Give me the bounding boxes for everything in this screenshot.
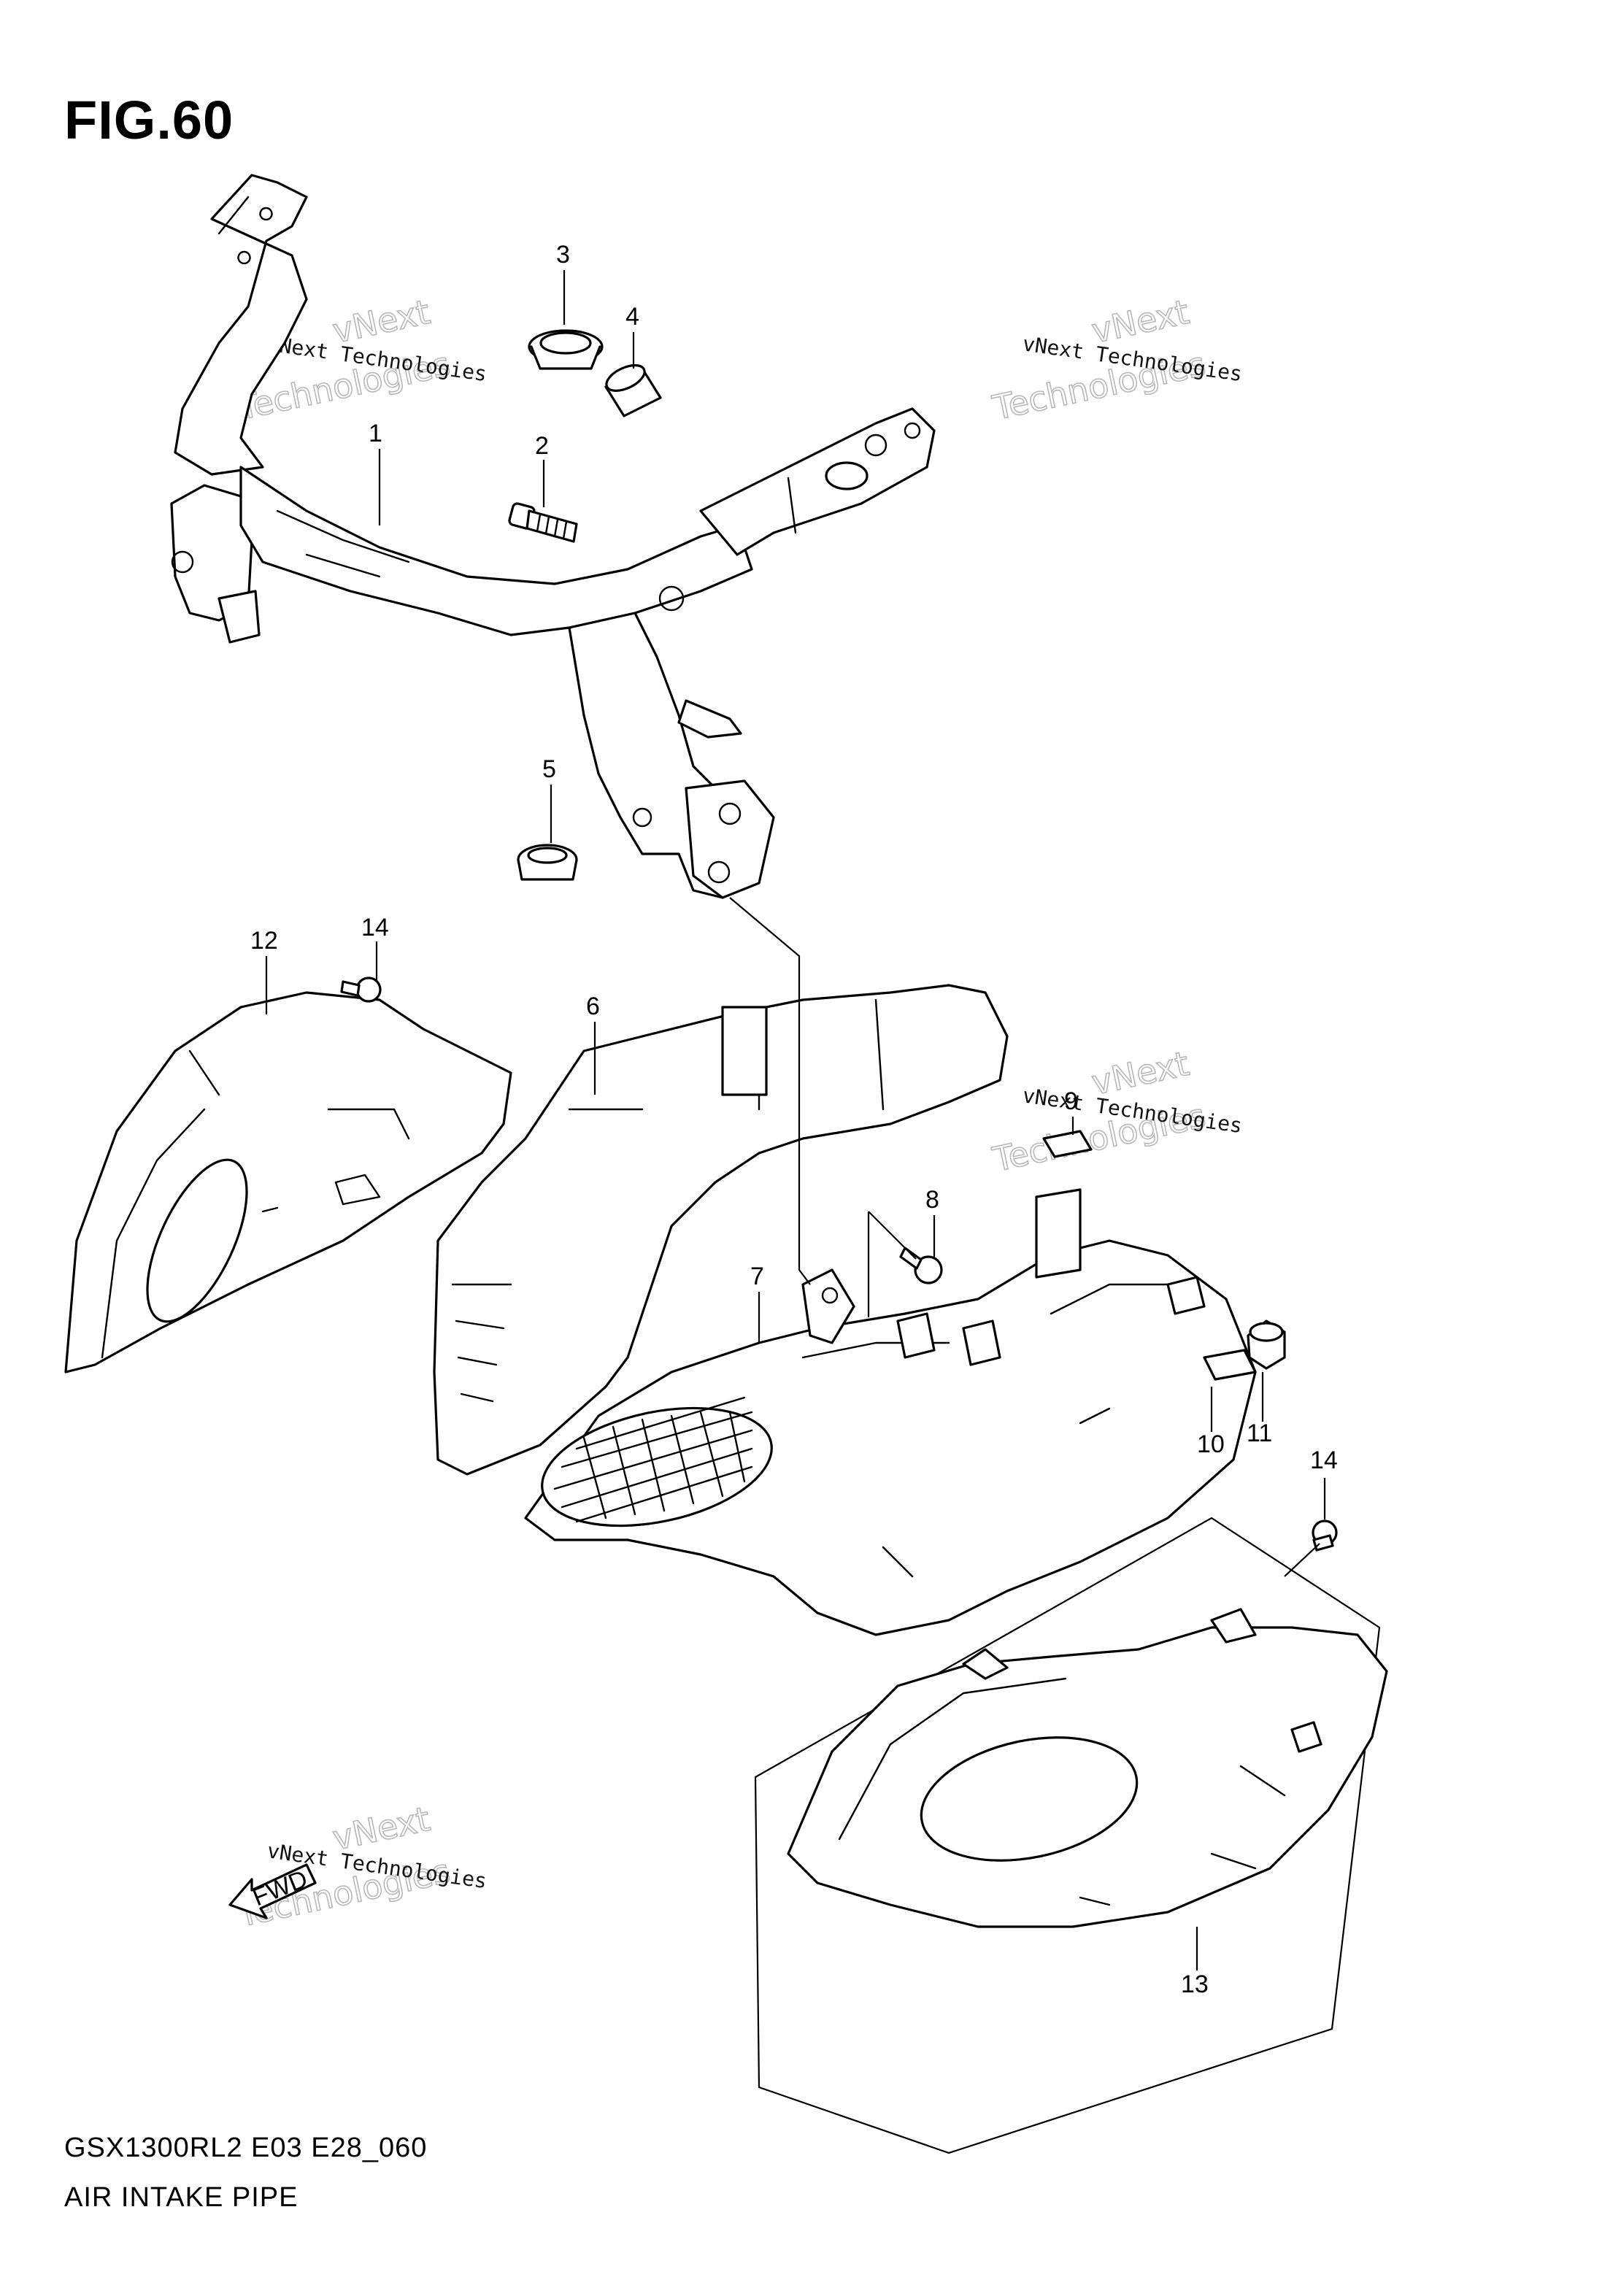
clip-nut-9: [1042, 1130, 1093, 1158]
lower-duct-7: [524, 1188, 1257, 1636]
outer-cover-13: [754, 1517, 1388, 2154]
callout-13: 13: [1181, 1971, 1209, 1998]
collar-4: [604, 364, 662, 417]
intake-mesh: [553, 1396, 753, 1523]
grommet-5: [517, 844, 578, 881]
callout-8: 8: [925, 1186, 939, 1214]
figure-title: FIG.60: [64, 90, 234, 150]
callout-11: 11: [1247, 1419, 1272, 1447]
bolt-2: [508, 502, 578, 543]
screw-14-top: [340, 976, 382, 1003]
callout-4: 4: [625, 303, 639, 331]
section-name: AIR INTAKE PIPE: [64, 2182, 299, 2213]
callout-10: 10: [1197, 1430, 1225, 1458]
callout-6: 6: [586, 993, 600, 1020]
callout-labels: 1 2 3 4 5 6 7 8 9 10 11 12 13 14 14: [250, 241, 1338, 1998]
grommet-3: [528, 329, 604, 370]
leader-lines: [265, 270, 1326, 1971]
screw-8: [899, 1247, 943, 1284]
callout-3: 3: [556, 241, 570, 269]
left-inner-cover-12: [64, 991, 512, 1374]
callout-14-bottom: 14: [1310, 1446, 1338, 1474]
callout-14-top: 14: [361, 914, 389, 941]
callout-5: 5: [542, 755, 556, 783]
front-bracket-frame: [170, 174, 936, 899]
callout-9: 9: [1064, 1087, 1078, 1115]
callout-12: 12: [250, 927, 278, 955]
clip-10: [1203, 1349, 1257, 1381]
callout-7: 7: [750, 1263, 764, 1290]
upper-duct-6: [433, 984, 1009, 1476]
watermark-top-right: Technologies vNext vNext Technologies: [988, 291, 1244, 428]
callout-1: 1: [369, 420, 382, 447]
grommet-11: [1247, 1320, 1286, 1370]
watermark-mid-right: Technologies vNext vNext Technologies: [988, 1043, 1244, 1180]
watermark-bottom-left: Technologies vNext vNext Technologies: [233, 1798, 488, 1935]
model-code: GSX1300RL2 E03 E28_060: [64, 2133, 428, 2163]
callout-2: 2: [535, 432, 549, 460]
